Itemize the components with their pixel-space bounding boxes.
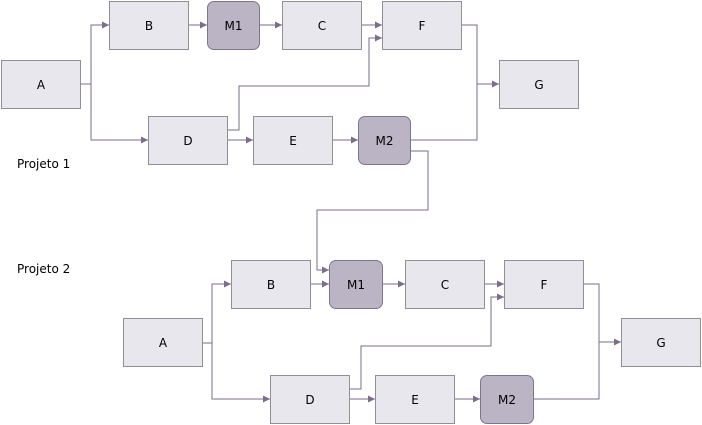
- arrowhead-icon: [322, 266, 329, 274]
- connector-p1-a-d: [90, 84, 148, 141]
- arrowhead-icon: [375, 21, 382, 29]
- arrowhead-icon: [492, 80, 499, 88]
- p2-task-b[interactable]: B: [231, 260, 311, 309]
- p2-milestone-m1[interactable]: M1: [329, 260, 383, 309]
- p2-task-f-label: F: [540, 277, 548, 292]
- connector-p1-m2-g: [411, 84, 478, 141]
- section-label-projeto-1: Projeto 1: [17, 157, 71, 171]
- p1-task-c[interactable]: C: [282, 1, 362, 50]
- connector-p1-a-b: [81, 24, 109, 85]
- p2-task-a[interactable]: A: [123, 318, 203, 367]
- p1-milestone-m2[interactable]: M2: [358, 116, 411, 165]
- p1-task-b[interactable]: B: [109, 1, 189, 50]
- p1-task-e-label: E: [289, 133, 297, 148]
- p2-milestone-m2-label: M2: [498, 392, 516, 407]
- p1-milestone-m1-label: M1: [224, 18, 243, 33]
- connector-p2-d-f: [350, 296, 504, 390]
- p1-task-e[interactable]: E: [253, 116, 333, 165]
- p1-task-f[interactable]: F: [382, 1, 462, 50]
- p2-milestone-m1-label: M1: [347, 277, 365, 292]
- p2-task-c-label: C: [440, 277, 450, 292]
- p1-milestone-m2-label: M2: [375, 133, 394, 148]
- p1-task-a[interactable]: A: [1, 60, 81, 109]
- arrowhead-icon: [614, 338, 621, 346]
- connector-p2-m2-g: [534, 342, 600, 400]
- p1-task-b-label: B: [144, 18, 154, 33]
- arrowhead-icon: [275, 21, 282, 29]
- connector-p1-d-f: [228, 37, 382, 131]
- p2-task-g[interactable]: G: [621, 318, 701, 367]
- arrowhead-icon: [322, 280, 329, 288]
- arrowhead-icon: [263, 395, 270, 403]
- connector-p2-f-g: [584, 283, 621, 343]
- arrowhead-icon: [246, 136, 253, 144]
- p1-task-g[interactable]: G: [499, 60, 579, 109]
- p2-task-e-label: E: [411, 392, 419, 407]
- arrowhead-icon: [368, 395, 375, 403]
- p1-task-d-label: D: [183, 133, 193, 148]
- p2-task-d-label: D: [305, 392, 315, 407]
- p2-task-a-label: A: [158, 335, 168, 350]
- p2-milestone-m2[interactable]: M2: [480, 375, 534, 424]
- p1-task-a-label: A: [36, 77, 46, 92]
- p2-task-b-label: B: [266, 277, 276, 292]
- arrowhead-icon: [102, 21, 109, 29]
- p2-task-e[interactable]: E: [375, 375, 455, 424]
- arrowhead-icon: [224, 280, 231, 288]
- p1-task-g-label: G: [534, 77, 544, 92]
- p1-task-c-label: C: [317, 18, 327, 33]
- connector-p1-f-g: [462, 24, 499, 85]
- arrowhead-icon: [351, 136, 358, 144]
- arrowhead-icon: [497, 293, 504, 301]
- connector-p1-m2-to-p2-m1: [316, 150, 429, 271]
- p1-task-d[interactable]: D: [148, 116, 228, 165]
- p2-task-g-label: G: [656, 335, 666, 350]
- arrowhead-icon: [141, 136, 148, 144]
- p1-milestone-m1[interactable]: M1: [207, 1, 260, 50]
- arrowhead-icon: [473, 395, 480, 403]
- section-label-projeto-2: Projeto 2: [17, 262, 71, 276]
- arrowhead-icon: [375, 34, 382, 42]
- connector-p2-a-d: [211, 343, 270, 400]
- arrowhead-icon: [497, 280, 504, 288]
- connector-p2-a-b: [203, 283, 231, 344]
- p1-task-f-label: F: [418, 18, 426, 33]
- arrowhead-icon: [398, 280, 405, 288]
- arrowhead-icon: [200, 21, 207, 29]
- p2-task-d[interactable]: D: [270, 375, 350, 424]
- p2-task-c[interactable]: C: [405, 260, 485, 309]
- p2-task-f[interactable]: F: [504, 260, 584, 309]
